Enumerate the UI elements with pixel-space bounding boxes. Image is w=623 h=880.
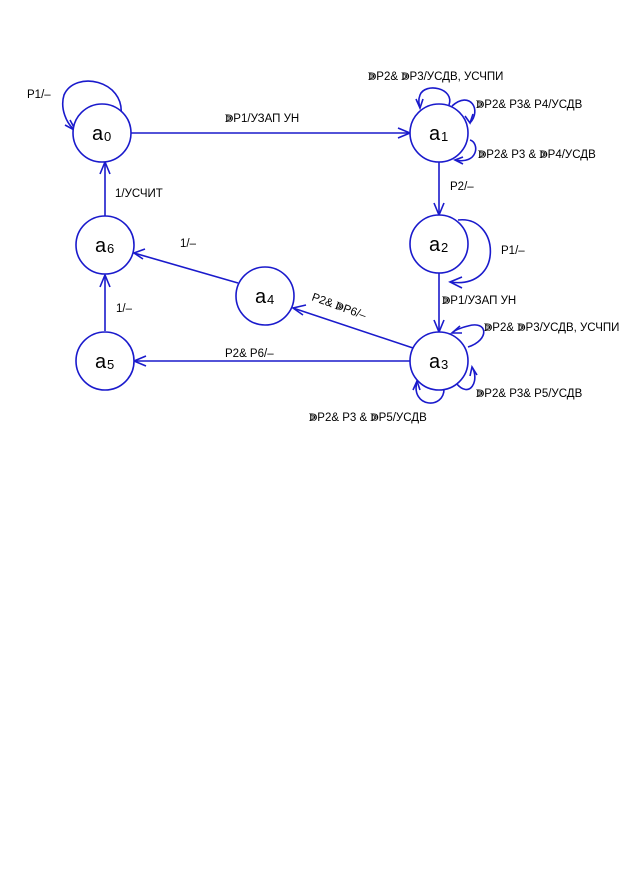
loop-a3-right [455, 364, 478, 391]
state-a0[interactable]: a 0 [72, 103, 132, 163]
label-a1-loop-right-upper: ↇP2& P3& P4/УСДВ [476, 99, 583, 111]
label-a2-loop: P1/– [501, 245, 525, 257]
edge-a6-a0 [99, 159, 111, 216]
state-a3-letter: a [429, 351, 441, 373]
edge-a5-a6 [99, 272, 111, 331]
label-a3-a5: P2& P6/– [225, 348, 274, 360]
state-a3[interactable]: a 3 [409, 331, 469, 391]
state-a0-index: 0 [104, 129, 111, 144]
loop-a1-top [415, 87, 451, 111]
label-a1-loop-right-lower: ↇP2& P3 & ↇP4/УСДВ [478, 149, 596, 161]
label-a3-loop-bottom: ↇP2& P3 & ↇP5/УСДВ [309, 412, 427, 424]
label-a0-a1: ↇP1/УЗАП УН [225, 113, 299, 125]
loop-a1-right-lower [453, 139, 477, 165]
state-a4-index: 4 [267, 292, 274, 307]
state-a2[interactable]: a 2 [409, 214, 469, 274]
state-a1-letter: a [429, 123, 441, 145]
label-a5-a6: 1/– [116, 303, 133, 315]
label-a3-a4: P2& ↇP6/– [310, 292, 368, 323]
state-a1[interactable]: a 1 [409, 103, 469, 163]
loop-a2 [448, 219, 492, 289]
label-a0-loop: P1/– [27, 89, 51, 101]
state-a1-index: 1 [441, 129, 448, 144]
state-a5-index: 5 [107, 357, 114, 372]
label-a3-loop-top: ↇP2& ↇP3/УСДВ, УСЧПИ [484, 322, 619, 334]
edge-a3-a4 [291, 304, 414, 349]
state-a2-letter: a [429, 234, 441, 256]
state-a3-index: 3 [441, 357, 448, 372]
state-a5-letter: a [95, 351, 107, 373]
state-a4[interactable]: a 4 [235, 266, 295, 326]
edge-a4-a6 [132, 248, 239, 284]
loop-a1-right-upper [451, 99, 476, 125]
label-a4-a6: 1/– [180, 238, 197, 250]
edge-a1-a2 [433, 162, 445, 218]
label-a2-a3: ↇP1/УЗАП УН [442, 295, 516, 307]
label-a6-a0: 1/УСЧИТ [115, 188, 163, 200]
loop-a3-top [449, 324, 485, 348]
state-a6-index: 6 [107, 241, 114, 256]
state-a6[interactable]: a 6 [75, 215, 135, 275]
state-a6-letter: a [95, 235, 107, 257]
state-a0-letter: a [92, 123, 104, 145]
edge-a0-a1 [131, 127, 413, 139]
state-a5[interactable]: a 5 [75, 331, 135, 391]
label-a3-loop-right: ↇP2& P3& P5/УСДВ [476, 388, 583, 400]
label-a1-a2: P2/– [450, 181, 474, 193]
state-a2-index: 2 [441, 240, 448, 255]
state-a4-letter: a [255, 286, 267, 308]
label-a1-loop-top: ↇP2& ↇP3/УСДВ, УСЧПИ [368, 71, 503, 83]
